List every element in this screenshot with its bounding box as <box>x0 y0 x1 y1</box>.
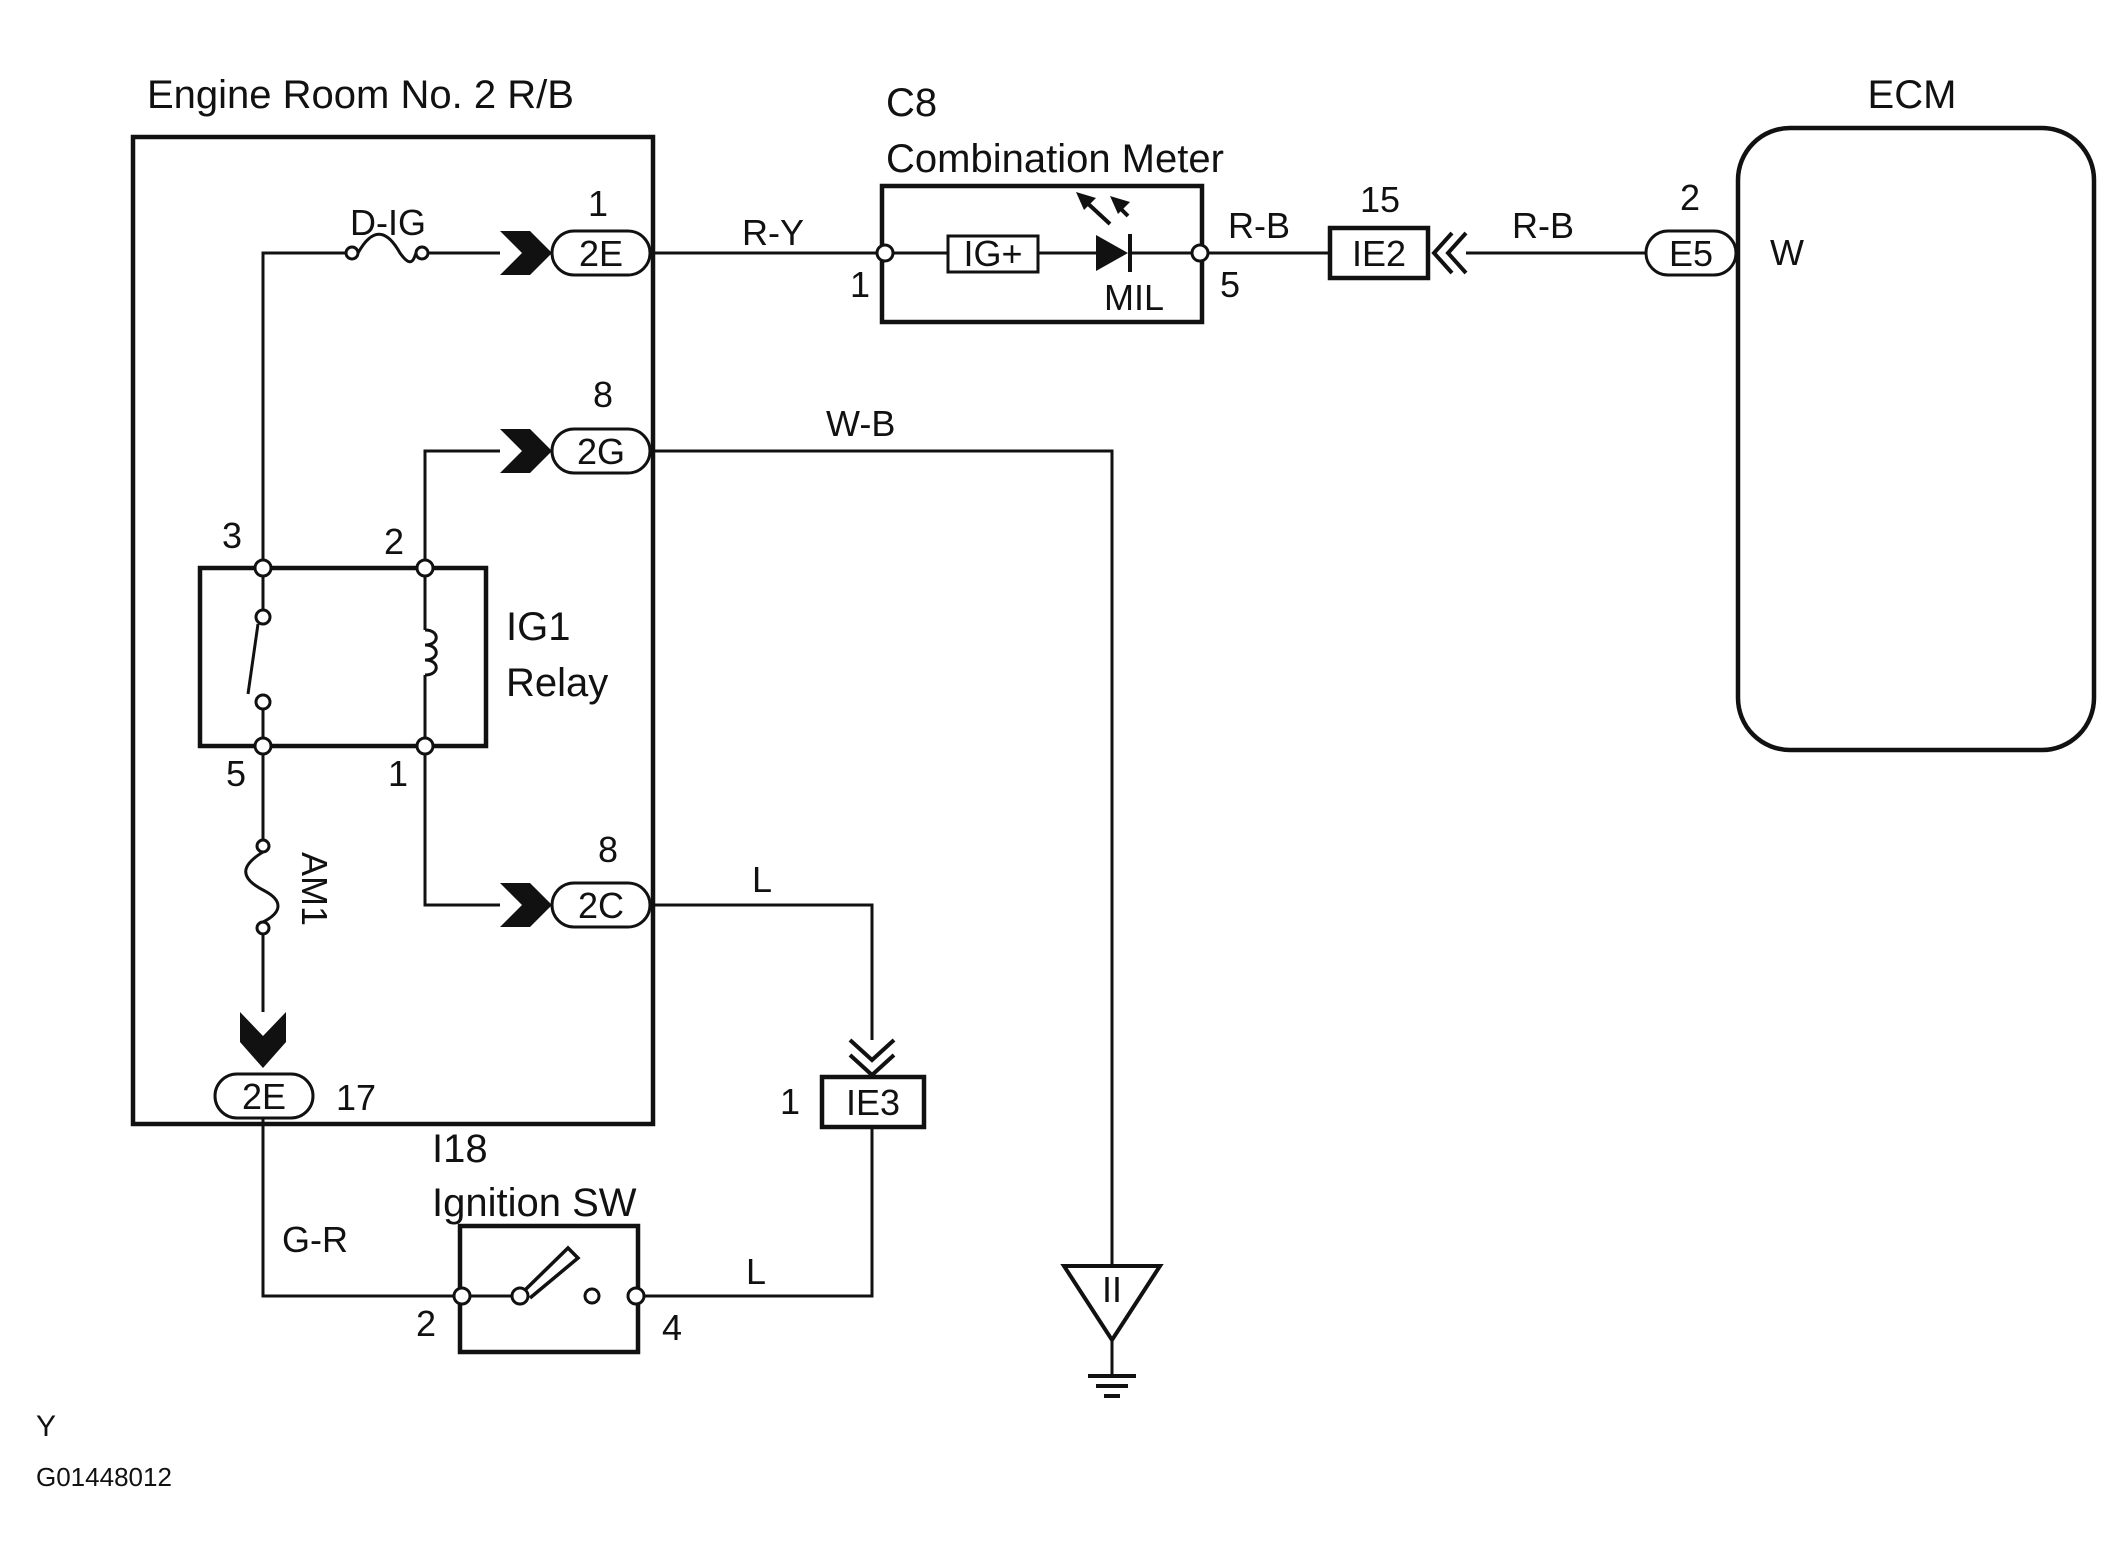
wire-ie3-to-switch <box>642 1127 874 1298</box>
fuse-am1 <box>244 838 280 936</box>
relay-switch <box>246 558 273 756</box>
wire-relay2-to-2g <box>423 449 500 565</box>
switch-contacts <box>452 1245 646 1306</box>
connector-2e-top: 2E <box>550 229 652 277</box>
wire-label-wb: W-B <box>826 403 895 444</box>
svg-text:2E: 2E <box>242 1076 286 1117</box>
pin-meter-out: 5 <box>1220 264 1240 305</box>
relay-box-title: Engine Room No. 2 R/B <box>147 73 574 117</box>
chevron-ie3 <box>848 1038 896 1078</box>
wire-2g-to-ground <box>650 449 1114 1266</box>
ignition-switch <box>457 1223 641 1355</box>
mil-led <box>1076 192 1132 272</box>
svg-text:2G: 2G <box>577 431 625 472</box>
wire-2e-to-switch <box>261 1118 454 1298</box>
wire-label-ry: R-Y <box>742 212 804 253</box>
pin-e5: 2 <box>1680 177 1700 218</box>
connector-ie3: IE3 <box>819 1074 927 1130</box>
wire-label-l2: L <box>746 1251 766 1292</box>
footer-code: Y <box>36 1410 56 1443</box>
pin-2g: 8 <box>593 374 613 415</box>
svg-text:IE3: IE3 <box>846 1082 900 1123</box>
wire-label-rb2: R-B <box>1512 205 1574 246</box>
meter-ig-plus: IG+ <box>946 233 1040 274</box>
connector-2e-bottom: 2E <box>213 1072 315 1120</box>
ground-marker: II <box>1060 1264 1164 1398</box>
ig1-relay <box>197 565 489 749</box>
relay-box <box>130 134 656 1127</box>
wire-label-l1: L <box>752 859 772 900</box>
wire-label-rb1: R-B <box>1228 205 1290 246</box>
wire-label-gr: G-R <box>282 1219 348 1260</box>
pin-switch-2: 2 <box>416 1303 436 1344</box>
connector-ie2: IE2 <box>1327 225 1431 281</box>
meter-name: Combination Meter <box>886 137 1224 181</box>
pin-2c: 8 <box>598 829 618 870</box>
chevron-2e-top <box>500 231 552 275</box>
relay-coil <box>415 558 438 756</box>
connector-2c: 2C <box>550 881 652 929</box>
ig-switch-code: I18 <box>432 1127 488 1171</box>
pin-relay-2: 2 <box>384 521 404 562</box>
svg-text:2E: 2E <box>579 233 623 274</box>
pin-ie3: 1 <box>780 1081 800 1122</box>
ecm-title: ECM <box>1868 73 1957 117</box>
svg-text:IG+: IG+ <box>963 233 1022 274</box>
meter-terminal-in <box>875 243 895 263</box>
ecm-terminal-w: W <box>1770 232 1804 273</box>
chevron-2c <box>500 883 552 927</box>
footer-figure-id: G01448012 <box>36 1462 172 1492</box>
fuse-am1-label: AM1 <box>294 852 335 926</box>
chevron-ie2 <box>1431 231 1468 275</box>
svg-text:II: II <box>1102 1269 1122 1310</box>
meter-terminal-out <box>1190 243 1210 263</box>
pin-switch-4: 4 <box>662 1307 682 1348</box>
meter-code: C8 <box>886 81 937 125</box>
connector-2g: 2G <box>550 427 652 475</box>
pin-2e-top: 1 <box>588 183 608 224</box>
fuse-dig <box>344 232 430 264</box>
pin-2e-bottom: 17 <box>336 1077 376 1118</box>
relay-label-relay: Relay <box>506 661 608 705</box>
ig-switch-name: Ignition SW <box>432 1181 637 1225</box>
svg-text:2C: 2C <box>578 885 624 926</box>
pin-ie2: 15 <box>1360 179 1400 220</box>
connector-e5: E5 <box>1644 229 1738 277</box>
pin-relay-5: 5 <box>226 753 246 794</box>
meter-mil-label: MIL <box>1104 277 1164 318</box>
svg-text:E5: E5 <box>1669 233 1713 274</box>
pin-relay-3: 3 <box>222 515 242 556</box>
chevron-2g <box>500 429 552 473</box>
chevron-2e-bottom <box>240 1012 286 1068</box>
svg-text:IE2: IE2 <box>1352 233 1406 274</box>
relay-label-ig1: IG1 <box>506 605 570 649</box>
pin-meter-in: 1 <box>850 264 870 305</box>
pin-relay-1: 1 <box>388 753 408 794</box>
ecm <box>1735 125 2097 753</box>
wire-2c-to-ie3 <box>650 903 874 1040</box>
wire-relay1-to-2c <box>423 754 500 907</box>
wire-left-vertical-top <box>261 251 352 565</box>
